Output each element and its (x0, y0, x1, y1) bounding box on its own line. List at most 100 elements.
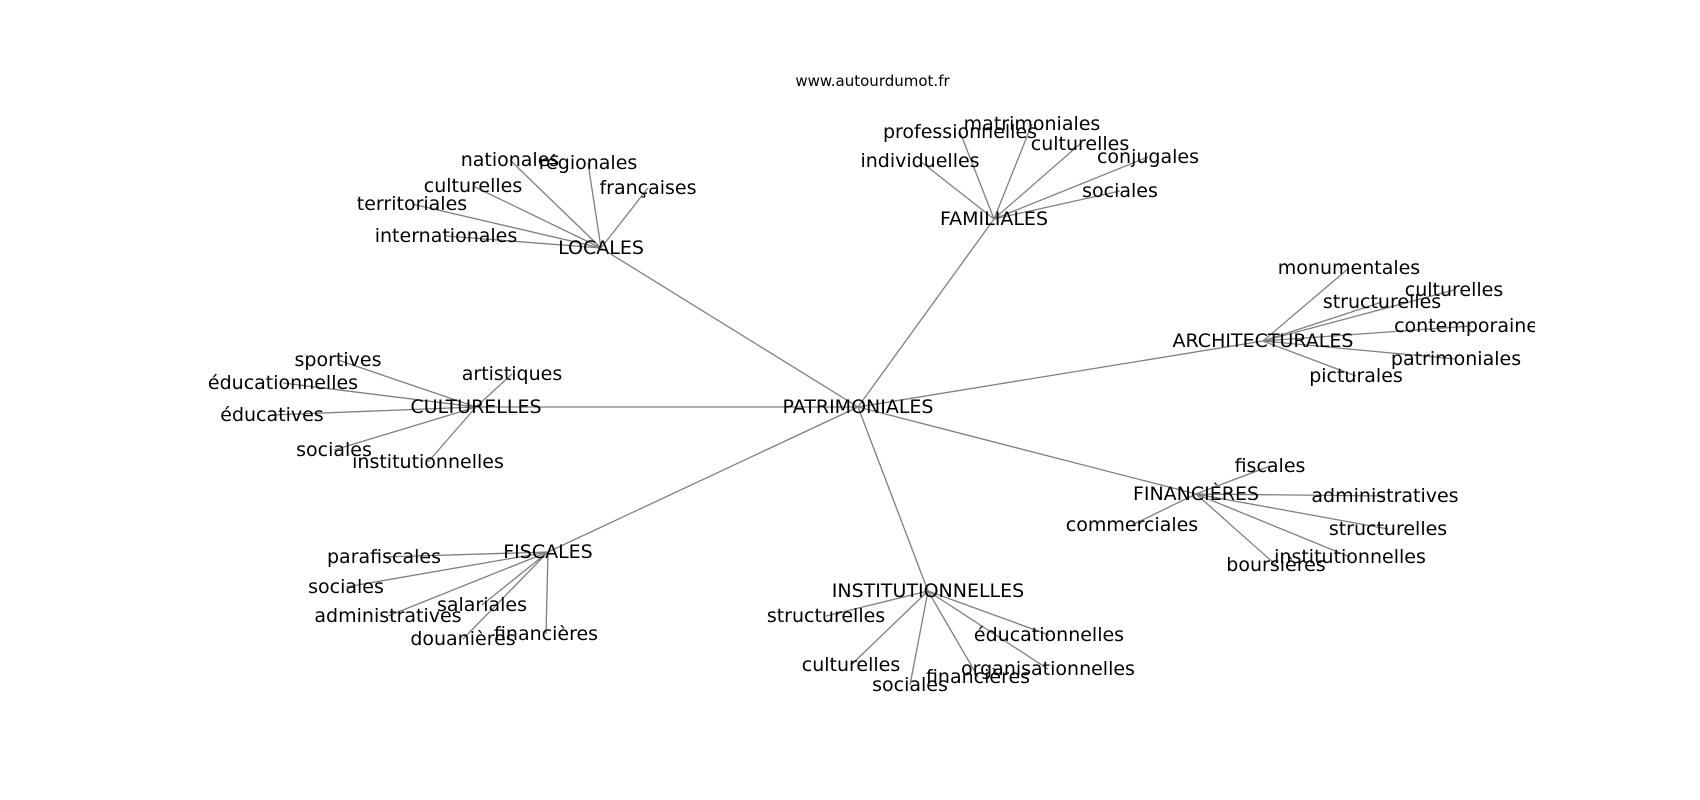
node-hub-locales: LOCALES (558, 237, 644, 259)
node-leaf-fiscales-salariales: salariales (437, 594, 527, 616)
node-hub-familiales: FAMILIALES (940, 208, 1048, 230)
node-leaf-institutionnelles-structurelles: structurelles (767, 605, 885, 627)
node-leaf-culturelles-artistiques: artistiques (462, 363, 563, 385)
edge-familiales-conjugales (993, 156, 1149, 220)
node-leaf-institutionnelles-culturelles: culturelles (802, 654, 901, 676)
edge-familiales-culturelles (993, 143, 1081, 220)
node-leaf-culturelles-institutionnelles: institutionnelles (352, 451, 504, 473)
node-leaf-institutionnelles-educationnelles: éducationnelles (974, 624, 1124, 646)
edge-institutionnelles-structurelles (825, 590, 929, 617)
node-leaf-culturelles-sociales: sociales (296, 439, 372, 461)
edge-culturelles-sportives (337, 359, 477, 408)
edge-institutionnelles-culturelles (850, 590, 929, 666)
node-leaf-fiscales-administratives: administratives (314, 605, 461, 627)
edge-center-architecturales (857, 340, 1264, 408)
edge-locales-nationales (509, 159, 602, 249)
node-leaf-locales-internationales: internationales (375, 225, 518, 247)
node-leaf-institutionnelles-organisationnelles: organisationnelles (961, 658, 1135, 680)
node-leaf-financieres-boursieres: boursières (1226, 554, 1325, 576)
node-leaf-financieres-institutionnelles: institutionnelles (1274, 546, 1426, 568)
edge-institutionnelles-educationnelles (927, 590, 1050, 636)
node-leaf-architecturales-structurelles: structurelles (1323, 291, 1441, 313)
node-leaf-institutionnelles-sociales: sociales (872, 674, 948, 696)
edge-culturelles-educationnelles (282, 382, 477, 408)
edge-culturelles-educatives (271, 406, 477, 416)
node-leaf-locales-territoriales: territoriales (357, 193, 467, 215)
edge-locales-regionales (587, 162, 602, 249)
edge-architecturales-culturelles (1262, 289, 1455, 342)
edge-culturelles-sociales (333, 406, 477, 451)
edge-financieres-administratives (1195, 493, 1386, 497)
edge-familiales-individuelles (919, 160, 995, 220)
node-leaf-locales-nationales: nationales (461, 149, 560, 171)
edge-fiscales-financieres (545, 551, 549, 635)
edge-fiscales-salariales (481, 551, 549, 606)
node-leaf-financieres-fiscales: fiscales (1235, 455, 1306, 477)
edge-familiales-sociales (993, 190, 1121, 220)
node-leaf-locales-culturelles: culturelles (424, 175, 523, 197)
edge-culturelles-artistiques (475, 373, 513, 408)
node-hub-architecturales: ARCHITECTURALES (1173, 330, 1354, 352)
edge-financieres-structurelles (1195, 493, 1389, 530)
node-leaf-architecturales-patrimoniales: patrimoniales (1391, 348, 1521, 370)
node-leaf-familiales-individuelles: individuelles (860, 150, 979, 172)
edge-center-locales (600, 247, 859, 408)
node-leaf-fiscales-sociales: sociales (308, 576, 384, 598)
node-leaf-financieres-commerciales: commerciales (1066, 514, 1198, 536)
edge-locales-territoriales (411, 203, 602, 249)
node-leaf-culturelles-sportives: sportives (295, 349, 382, 371)
edge-center-financieres (857, 406, 1197, 495)
edge-financieres-commerciales (1131, 493, 1197, 526)
node-leaf-culturelles-educationnelles: éducationnelles (208, 372, 358, 394)
edge-institutionnelles-financieres (927, 590, 979, 678)
edge-fiscales-parafiscales (383, 551, 549, 558)
edge-locales-culturelles (472, 185, 602, 249)
node-leaf-familiales-conjugales: conjugales (1097, 146, 1199, 168)
node-leaf-locales-francaises: françaises (599, 177, 696, 199)
watermark: www.autourdumot.fr (795, 72, 950, 90)
edge-financieres-boursieres (1195, 493, 1277, 566)
edge-architecturales-patrimoniales (1262, 340, 1457, 360)
node-leaf-institutionnelles-financieres: financières (926, 666, 1030, 688)
edge-architecturales-structurelles (1262, 301, 1383, 342)
node-leaf-culturelles-educatives: éducatives (220, 404, 323, 426)
node-leaf-familiales-professionnelles: professionnelles (883, 121, 1037, 143)
node-leaf-architecturales-monumentales: monumentales (1278, 257, 1420, 279)
node-leaf-architecturales-picturales: picturales (1309, 365, 1403, 387)
node-leaf-familiales-sociales: sociales (1082, 180, 1158, 202)
edge-architecturales-contemporaines (1262, 325, 1472, 342)
node-hub-financieres: FINANCIÈRES (1133, 482, 1259, 505)
node-hub-culturelles: CULTURELLES (410, 396, 541, 418)
edge-architecturales-picturales (1262, 340, 1357, 377)
edge-fiscales-sociales (345, 551, 549, 588)
node-hub-fiscales: FISCALES (503, 541, 593, 563)
edge-culturelles-institutionnelles (427, 406, 477, 463)
node-leaf-familiales-matrimoniales: matrimoniales (964, 113, 1101, 135)
node-leaf-financieres-structurelles: structurelles (1329, 518, 1447, 540)
edge-financieres-institutionnelles (1195, 493, 1351, 558)
edge-familiales-professionnelles (959, 131, 995, 220)
edge-institutionnelles-organisationnelles (927, 590, 1049, 670)
node-leaf-financieres-administratives: administratives (1311, 485, 1458, 507)
edge-familiales-matrimoniales (993, 123, 1033, 220)
edge-fiscales-administratives (387, 551, 549, 617)
node-leaf-familiales-culturelles: culturelles (1031, 133, 1130, 155)
edge-institutionnelles-sociales (909, 590, 929, 686)
edge-center-fiscales (547, 406, 859, 553)
edge-center-familiales (857, 218, 995, 408)
edge-financieres-fiscales (1195, 465, 1271, 495)
node-hub-institutionnelles: INSTITUTIONNELLES (832, 580, 1024, 602)
node-leaf-fiscales-parafiscales: parafiscales (327, 546, 441, 568)
node-leaf-locales-regionales: régionales (539, 152, 638, 174)
edge-center-institutionnelles (857, 406, 929, 592)
node-leaf-architecturales-contemporaines: contemporaines (1394, 315, 1548, 337)
edge-locales-francaises (600, 187, 649, 249)
edge-locales-internationales (445, 235, 602, 249)
node-leaf-fiscales-financieres: financières (494, 623, 598, 645)
node-center: PATRIMONIALES (783, 396, 934, 418)
node-leaf-fiscales-douanieres: douanières (410, 628, 515, 650)
edge-fiscales-douanieres (462, 551, 549, 640)
node-leaf-architecturales-culturelles: culturelles (1405, 279, 1504, 301)
edge-architecturales-monumentales (1262, 267, 1350, 342)
